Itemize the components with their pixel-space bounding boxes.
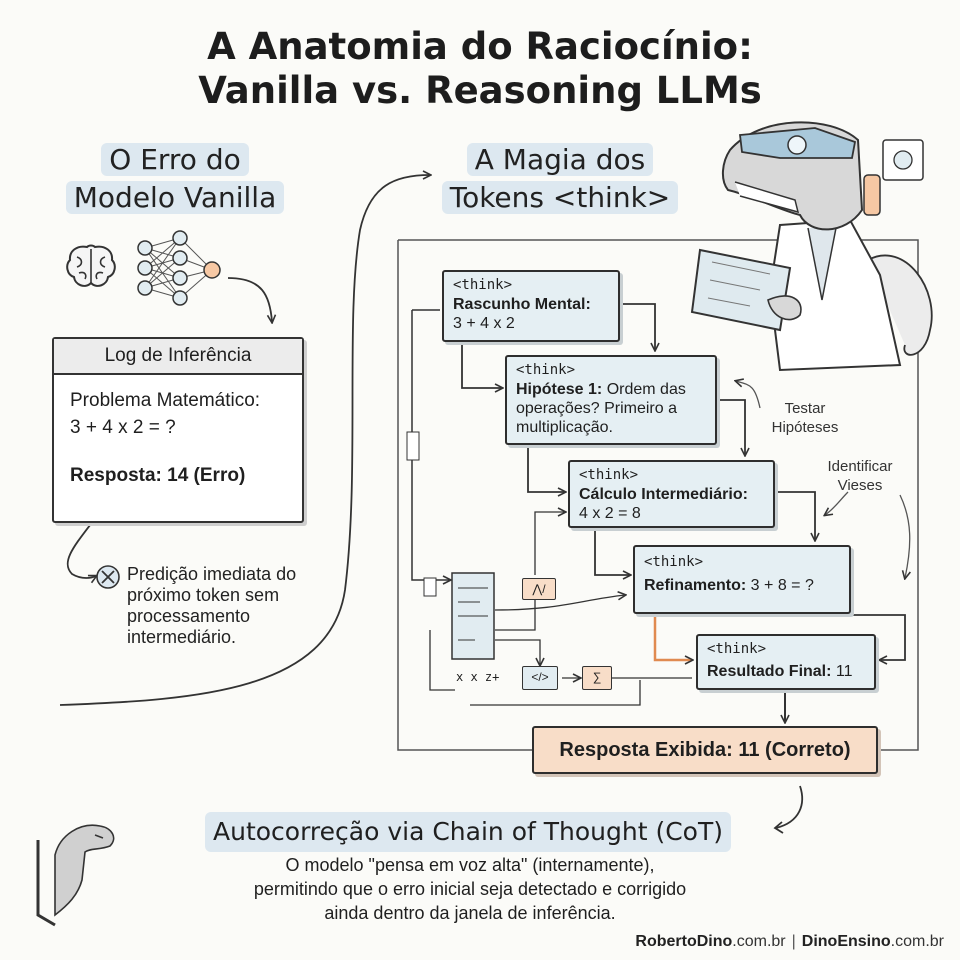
inference-log-body: Problema Matemático: 3 + 4 x 2 = ? Respo… (54, 375, 302, 501)
think-step-2-text1: Ordem das (602, 381, 686, 398)
net-line-3 (429, 630, 455, 691)
net-line-2 (411, 310, 450, 580)
footer-site2-domain[interactable]: .com.br (890, 933, 944, 950)
inference-log-header: Log de Inferência (54, 339, 302, 375)
think-step-2-text3: multiplicação. (516, 419, 613, 436)
log-problem-line2: 3 + 4 x 2 = ? (70, 417, 176, 438)
step2-to-step3 (718, 399, 745, 455)
bias-label-line1: Identificar (827, 458, 893, 475)
think-step-5-label: Resultado Final: (707, 663, 832, 680)
think-frame-top (398, 239, 919, 751)
cot-arrow (773, 785, 804, 834)
think-step-4-text: 3 + 8 = ? (746, 577, 814, 594)
final-answer-box: Resposta Exibida: 11 (Correto) (532, 726, 878, 774)
test-label-line1: Testar (784, 400, 826, 417)
bias-label-line2: Vieses (837, 477, 883, 494)
main-title-line2: Vanilla vs. Reasoning LLMs (198, 69, 762, 112)
log-to-note-arrow (66, 504, 106, 578)
net-line-5 (534, 512, 565, 575)
think-step-2-label: Hipótese 1: (516, 381, 603, 398)
net-line-9 (494, 595, 625, 611)
think-step-3: <think> Cálculo Intermediário: 4 x 2 = 8 (568, 460, 775, 528)
brain-icon (66, 244, 116, 287)
neural-network-icon (137, 230, 221, 306)
transition-arrow (59, 175, 430, 706)
side-chip (406, 431, 420, 461)
dinosaur-scientist-illustration (690, 121, 933, 372)
think-step-4-tag: <think> (644, 554, 704, 570)
think-step-1-tag: <think> (453, 277, 513, 293)
side-chip-2 (423, 577, 437, 597)
inference-log-panel: Log de Inferência Problema Matemático: 3… (52, 337, 304, 523)
footer-site1-domain[interactable]: .com.br (732, 933, 786, 950)
network-to-log-arrow (227, 277, 272, 322)
footer-site2-name[interactable]: DinoEnsino (801, 933, 891, 950)
test-label-line2: Hipóteses (771, 419, 839, 436)
variables-glyph: x x z+ (456, 670, 500, 684)
vanilla-title-line1: O Erro do (101, 143, 249, 176)
think-step-4: <think> Refinamento: 3 + 8 = ? (633, 545, 851, 614)
identify-biases-label: Identificar Vieses (810, 457, 910, 495)
step4-to-step5-right (852, 614, 906, 660)
note-line3: processamento (127, 606, 251, 626)
error-x-icon (96, 565, 120, 589)
cot-title: Autocorreção via Chain of Thought (CoT) (205, 812, 731, 852)
dinosaur-logo-illustration (36, 824, 115, 927)
net-line-10 (470, 680, 641, 706)
test-label-arrow (736, 381, 761, 409)
think-step-1: <think> Rascunho Mental: 3 + 4 x 2 (442, 270, 620, 342)
log-problem-line1: Problema Matemático: (70, 390, 261, 411)
think-step-2-tag: <think> (516, 362, 576, 378)
think-title-line1: A Magia dos (466, 143, 654, 176)
think-step-5: <think> Resultado Final: 11 (696, 634, 876, 690)
cot-line3: ainda dentro da janela de inferência. (324, 903, 616, 923)
think-frame-left (397, 240, 532, 751)
step3-to-step4 (776, 491, 815, 540)
cot-explanation: O modelo "pensa em voz alta" (internamen… (170, 853, 770, 925)
step4-to-step5 (653, 614, 692, 660)
think-step-1-label: Rascunho Mental: (453, 296, 591, 313)
think-step-2: <think> Hipótese 1: Ordem das operações?… (505, 355, 717, 445)
cot-line2: permitindo que o erro inicial seja detec… (253, 879, 687, 899)
note-line1: Predição imediata do (127, 564, 297, 584)
think-step-3-label: Cálculo Intermediário: (579, 486, 748, 503)
think-step-3-tag: <think> (579, 467, 639, 483)
test-hypotheses-label: Testar Hipóteses (760, 399, 850, 437)
step3-to-step4-left (594, 528, 630, 575)
think-step-3-text: 4 x 2 = 8 (579, 505, 641, 522)
bias-side-arrow (899, 494, 910, 578)
cot-line1: O modelo "pensa em voz alta" (internamen… (285, 855, 655, 875)
note-line4: intermediário. (127, 627, 237, 647)
main-title-line1: A Anatomia do Raciocínio: (207, 25, 753, 68)
step1-to-step2-left (461, 342, 502, 388)
step2-to-step3-left (527, 445, 565, 492)
footer-site1-name[interactable]: RobertoDino (635, 933, 733, 950)
footer-credits: RobertoDino.com.br|DinoEnsino.com.br (635, 933, 944, 951)
think-step-5-text: 11 (831, 663, 853, 680)
bias-label-arrow (825, 491, 849, 515)
think-title-line2: Tokens <think> (441, 181, 679, 214)
step1-to-step2 (622, 303, 655, 350)
think-step-2-text2: operações? Primeiro a (516, 400, 677, 417)
log-wrong-answer: Resposta: 14 (Erro) (70, 465, 246, 486)
think-section-title: A Magia dos Tokens <think> (420, 141, 700, 217)
think-step-5-tag: <think> (707, 641, 767, 657)
footer-separator: | (791, 933, 796, 950)
think-step-4-label: Refinamento: (644, 577, 747, 594)
net-line-6 (495, 639, 540, 665)
code-glyph-box: </> (522, 666, 558, 690)
graph-glyph-box: ⋀/ (522, 578, 556, 600)
think-step-1-text: 3 + 4 x 2 (453, 315, 515, 332)
sum-glyph-box: ∑ (582, 666, 612, 690)
vanilla-section-title: O Erro do Modelo Vanilla (40, 141, 310, 217)
note-line2: próximo token sem (127, 585, 280, 605)
vanilla-title-line2: Modelo Vanilla (65, 181, 285, 214)
vanilla-error-note: Predição imediata do próximo token sem p… (127, 564, 296, 648)
